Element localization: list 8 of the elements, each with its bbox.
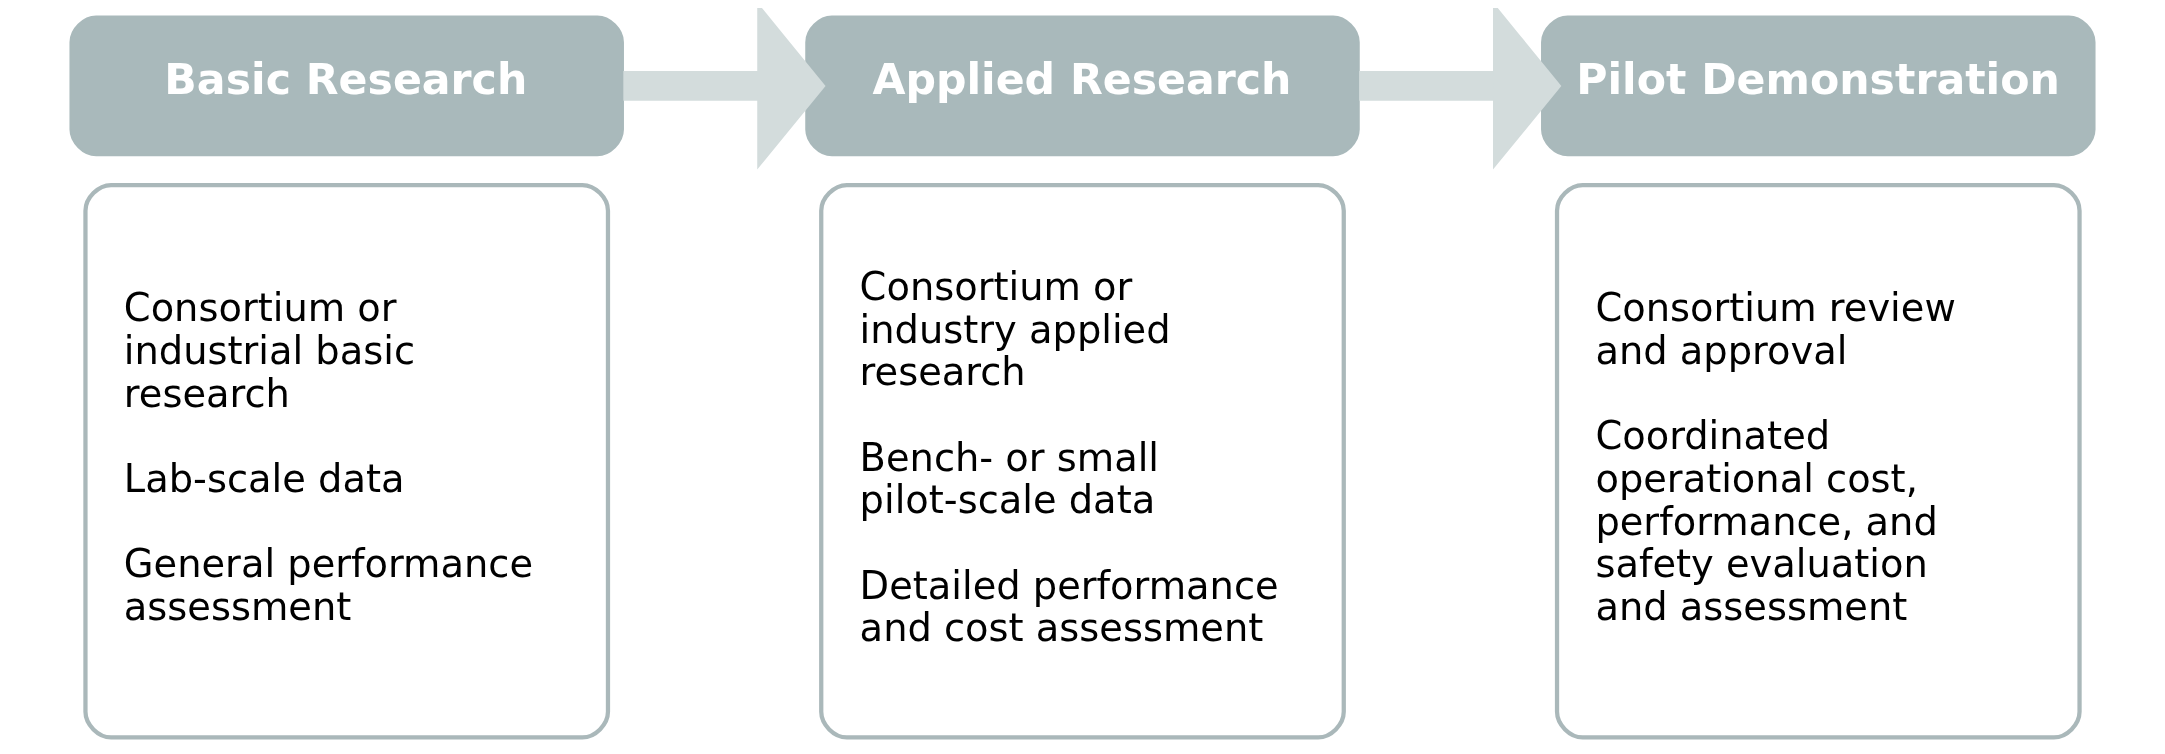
node-box: Consortium or industry applied research Bench- or small pilot-scale data Detailed performance and cost assessment	[819, 182, 1346, 740]
node-box: Basic Research	[69, 15, 624, 157]
arrow	[623, 8, 826, 170]
node-box: Pilot Demonstration	[1541, 15, 2096, 157]
node-box: Consortium or industrial basic research Lab-scale data General performance assessment	[83, 182, 611, 740]
node-box: Consortium review and approval Coordinated operational cost, performance, and safety evaluation and assessment	[1554, 182, 2082, 740]
arrow	[1359, 8, 1562, 170]
node-box: Applied Research	[805, 15, 1360, 157]
